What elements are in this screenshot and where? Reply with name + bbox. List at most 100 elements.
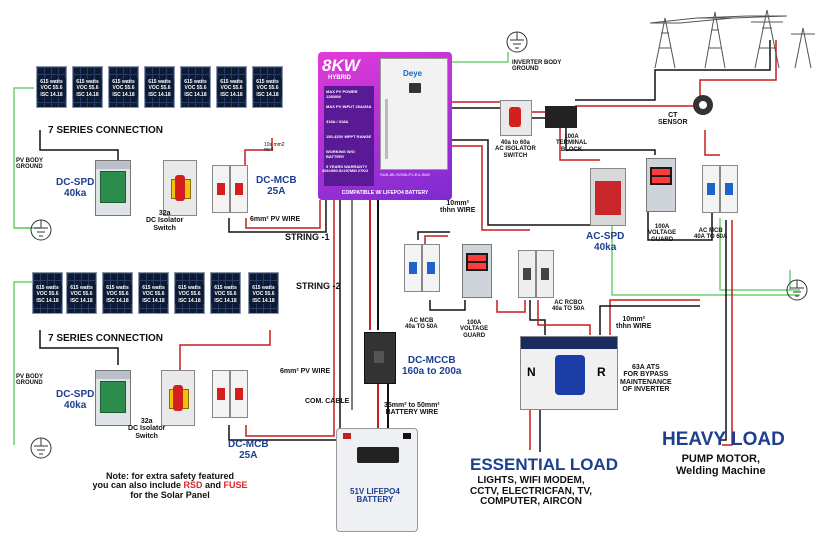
inverter-spec-line: WORKING W/O BATTERY xyxy=(326,149,355,159)
dc-spd-1 xyxy=(95,160,131,216)
ground-icon xyxy=(30,219,52,241)
panel-voc: VOC 55.6 xyxy=(106,291,129,298)
panel-watts: 615 watts xyxy=(112,79,135,85)
inverter-badge: 8KW xyxy=(322,56,360,75)
terminal-block xyxy=(545,106,577,128)
panel-isc: ISC 14.18 xyxy=(256,91,279,98)
dc-mcb-label-1: DC-MCB 25A xyxy=(256,175,297,197)
inverter-spec-line: 150-425V MPPT RANGE xyxy=(326,134,372,139)
panel-isc: ISC 14.18 xyxy=(76,91,99,98)
voltage-guard-mid xyxy=(462,244,492,298)
mc4-cable-label: 10s mm2 mc4 xyxy=(264,142,285,154)
essential-load-title: ESSENTIAL LOAD xyxy=(470,455,618,474)
pv-wire-label-2: 6mm² PV WIRE xyxy=(280,368,331,375)
dc-mcb-2a xyxy=(212,370,230,418)
inverter-unit: Deye xyxy=(380,58,448,170)
string2-neg xyxy=(39,330,119,365)
panel-watts: 615 watts xyxy=(256,79,279,85)
battery-wire-label: 35mm² to 50mm² BATTERY WIRE xyxy=(384,402,440,417)
dc-isolator-switch-2 xyxy=(161,370,195,426)
pv-wire-label-1: 6mm² PV WIRE xyxy=(250,216,301,223)
string2-to-inv-pos xyxy=(245,200,335,437)
panel-voc: VOC 55.6 xyxy=(252,291,275,298)
inverter-model: SUN-8K-SG05LP1-EU-SM2 xyxy=(380,172,430,177)
panel-voc: VOC 55.6 xyxy=(184,85,207,92)
inverter-brand: Deye xyxy=(403,69,423,78)
panel-isc: ISC 14.18 xyxy=(70,297,93,304)
inverter-spec-line: MAX PV INPUT 26A/26A xyxy=(326,104,372,109)
string-1-label: STRING -1 xyxy=(285,232,330,242)
dc-mcb-1b xyxy=(230,165,248,213)
dc-mcb-1a xyxy=(212,165,230,213)
panel-isc: ISC 14.18 xyxy=(36,297,59,304)
panel-isc: ISC 14.18 xyxy=(148,91,171,98)
ac-mcb-mid-b xyxy=(422,244,440,292)
pv-body-ground-label-2: PV BODY GROUND xyxy=(16,374,44,387)
panel-isc: ISC 14.18 xyxy=(142,297,165,304)
panel-watts: 615 watts xyxy=(76,79,99,85)
panel-voc: VOC 55.6 xyxy=(76,85,99,92)
ac-rcbo-a xyxy=(518,250,536,298)
panel-isc: ISC 14.18 xyxy=(112,91,135,98)
ac-rcbo-b xyxy=(536,250,554,298)
note-line-3: for the Solar Panel xyxy=(130,489,210,500)
ac-spd-label: AC-SPD 40ka xyxy=(586,231,625,253)
string1-to-inv-pos xyxy=(245,200,321,229)
note-line-2: you can also include RSD and FUSE xyxy=(92,480,248,491)
dc-isolator-label-2: 32a DC Isolator Switch xyxy=(128,418,166,440)
panel-voc: VOC 55.6 xyxy=(112,85,135,92)
pv-body-ground-label-1: PV BODY GROUND xyxy=(16,158,44,171)
panel-voc: VOC 55.6 xyxy=(148,85,171,92)
ac-spd xyxy=(590,168,626,226)
string1-to-inv-neg xyxy=(228,200,327,233)
thhn-wire-label-top: 10mm² thhn WIRE xyxy=(440,200,476,215)
dc-mcb-label-2: DC-MCB 25A xyxy=(228,439,269,461)
panel-voc: VOC 55.6 xyxy=(256,85,279,92)
panel-watts: 615 watts xyxy=(106,285,129,291)
panel-isc: ISC 14.18 xyxy=(220,91,243,98)
ac-mcb-mid-a xyxy=(404,244,422,292)
ground-icon xyxy=(506,31,528,53)
dc-mcb-2b xyxy=(230,370,248,418)
pv-ground-wire-2 xyxy=(13,281,34,445)
panel-isc: ISC 14.18 xyxy=(106,297,129,304)
heavy-load-sub: PUMP MOTOR, Welding Machine xyxy=(676,453,766,477)
series-connection-label-2: 7 SERIES CONNECTION xyxy=(48,333,164,344)
dc-isolator-switch-1 xyxy=(163,160,197,216)
panel-voc: VOC 55.6 xyxy=(214,291,237,298)
voltage-guard-right xyxy=(646,158,676,212)
panel-watts: 615 watts xyxy=(220,79,243,85)
panel-isc: ISC 14.18 xyxy=(252,297,275,304)
panel-voc: VOC 55.6 xyxy=(178,291,201,298)
panel-voc: VOC 55.6 xyxy=(36,291,59,298)
dc-mccb-label: DC-MCCB 160a to 200a xyxy=(402,355,462,377)
grid-wire-black xyxy=(575,40,771,101)
ac-isolator-switch xyxy=(500,100,532,136)
inverter-ground-wire xyxy=(452,52,509,63)
power-tower-icon xyxy=(649,9,815,69)
voltage-guard-mid-label: 100A VOLTAGE GUARD xyxy=(460,320,489,339)
battery-label: 51V LIFEPO4 BATTERY xyxy=(350,487,400,505)
panel-watts: 615 watts xyxy=(40,79,63,85)
